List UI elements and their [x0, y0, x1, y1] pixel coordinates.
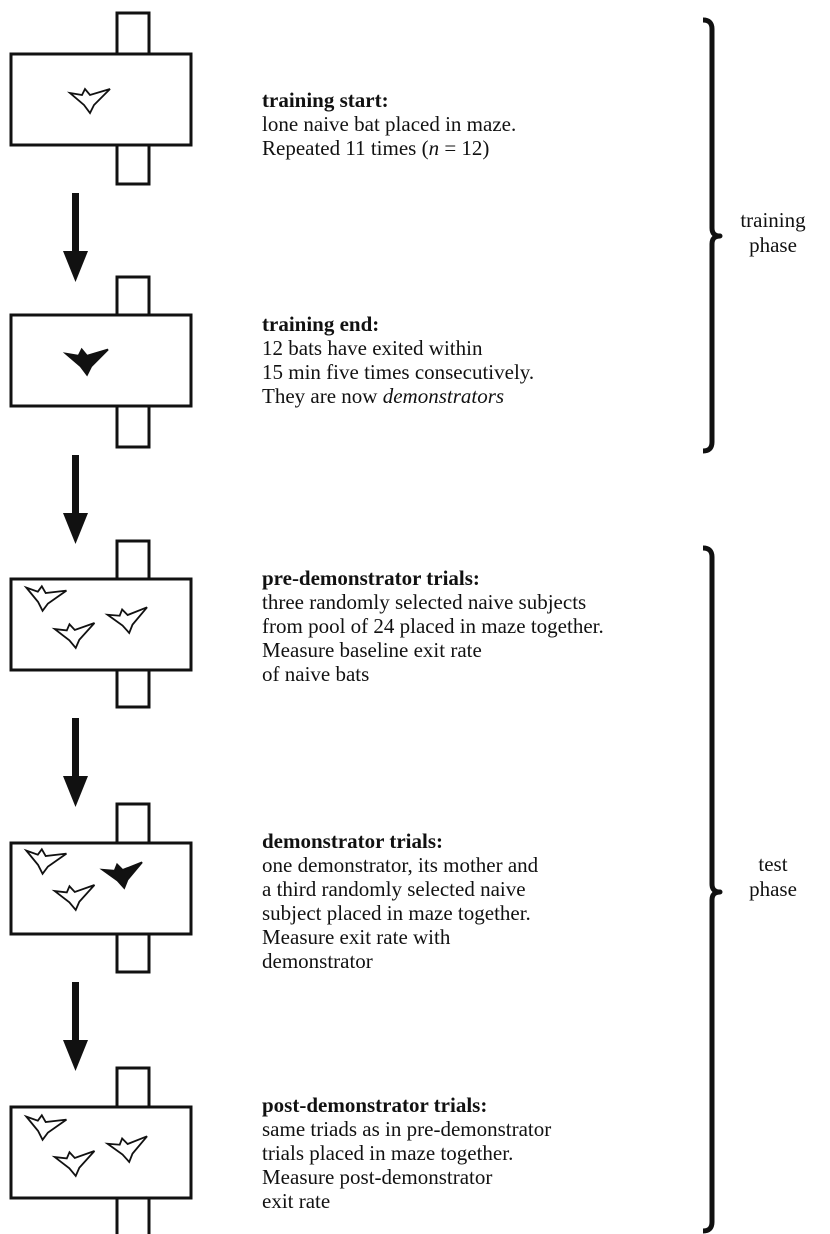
phase-label-line: phase — [749, 877, 797, 901]
step-training-start: training start: lone naive bat placed in… — [262, 88, 516, 160]
down-arrow-icon — [63, 718, 88, 807]
maze-chamber — [9, 52, 193, 147]
maze-exit-tube — [115, 404, 151, 449]
training-phase-label: training phase — [718, 208, 828, 258]
step-title: post-demonstrator trials: — [262, 1093, 488, 1117]
demonstrator-bat-icon — [62, 347, 109, 377]
step-line: from pool of 24 placed in maze together. — [262, 614, 604, 638]
step-title: training start: — [262, 88, 389, 112]
step-line: Measure exit rate with — [262, 925, 451, 949]
test-phase-label: test phase — [718, 852, 828, 902]
phase-label-line: phase — [749, 233, 797, 257]
down-arrow-icon — [63, 455, 88, 544]
step-line: a third randomly selected naive — [262, 877, 526, 901]
demonstrator-bat-icon — [99, 861, 143, 890]
naive-bat-icon — [51, 622, 96, 650]
maze-exit-tube — [115, 668, 151, 709]
step-line-part: They are now — [262, 384, 383, 408]
test-phase-bracket — [702, 545, 723, 1234]
step-training-end: training end: 12 bats have exited within… — [262, 312, 534, 408]
maze-1 — [9, 11, 193, 186]
naive-bat-icon — [104, 606, 148, 635]
down-arrow-icon — [63, 982, 88, 1071]
step-line: trials placed in maze together. — [262, 1141, 514, 1165]
down-arrow-icon — [63, 193, 88, 282]
step-line: demonstrator — [262, 949, 373, 973]
naive-bat-icon — [23, 584, 67, 613]
maze-entry-tube — [115, 11, 151, 56]
step-line: Measure post-demonstrator — [262, 1165, 493, 1189]
maze-4 — [9, 802, 193, 974]
maze-chamber — [9, 841, 193, 936]
step-line: one demonstrator, its mother and — [262, 853, 539, 877]
step-line: They are now demonstrators — [262, 384, 534, 408]
step-pre-demonstrator-trials: pre-demonstrator trials: three randomly … — [262, 566, 604, 686]
step-line: 12 bats have exited within — [262, 336, 483, 360]
step-line: Repeated 11 times (n = 12) — [262, 136, 516, 160]
step-post-demonstrator-trials: post-demonstrator trials: same triads as… — [262, 1093, 551, 1213]
step-title: pre-demonstrator trials: — [262, 566, 480, 590]
maze-entry-tube — [115, 539, 151, 581]
step-line-part: = 12) — [439, 136, 490, 160]
step-line: three randomly selected naive subjects — [262, 590, 587, 614]
naive-bat-icon — [104, 1135, 148, 1164]
step-line-part: Repeated 11 times ( — [262, 136, 429, 160]
maze-exit-tube — [115, 932, 151, 974]
step-demonstrator-trials: demonstrator trials: one demonstrator, i… — [262, 829, 538, 973]
sample-size-symbol: n — [428, 136, 440, 160]
step-line: subject placed in maze together. — [262, 901, 531, 925]
maze-chamber — [9, 313, 193, 408]
step-line: of naive bats — [262, 662, 370, 686]
naive-bat-icon — [51, 1150, 96, 1178]
naive-bat-icon — [51, 884, 96, 912]
phase-label-line: test — [758, 852, 788, 876]
naive-bat-icon — [23, 847, 67, 876]
step-line: same triads as in pre-demonstrator — [262, 1117, 552, 1141]
maze-5 — [9, 1066, 193, 1234]
maze-entry-tube — [115, 1066, 151, 1109]
step-line: Measure baseline exit rate — [262, 638, 482, 662]
phase-label-line: training — [740, 208, 806, 232]
training-phase-bracket — [702, 17, 723, 454]
maze-entry-tube — [115, 275, 151, 317]
naive-bat-icon — [23, 1113, 67, 1142]
emphasis-term: demonstrators — [382, 384, 505, 408]
maze-2 — [9, 275, 193, 449]
maze-3 — [9, 539, 193, 709]
step-title: demonstrator trials: — [262, 829, 443, 853]
step-line: 15 min five times consecutively. — [262, 360, 535, 384]
maze-entry-tube — [115, 802, 151, 845]
step-line: lone naive bat placed in maze. — [262, 112, 517, 136]
step-title: training end: — [262, 312, 380, 336]
maze-exit-tube — [115, 143, 151, 186]
step-line: exit rate — [262, 1189, 331, 1213]
naive-bat-icon — [66, 87, 111, 115]
maze-exit-tube — [115, 1196, 151, 1234]
